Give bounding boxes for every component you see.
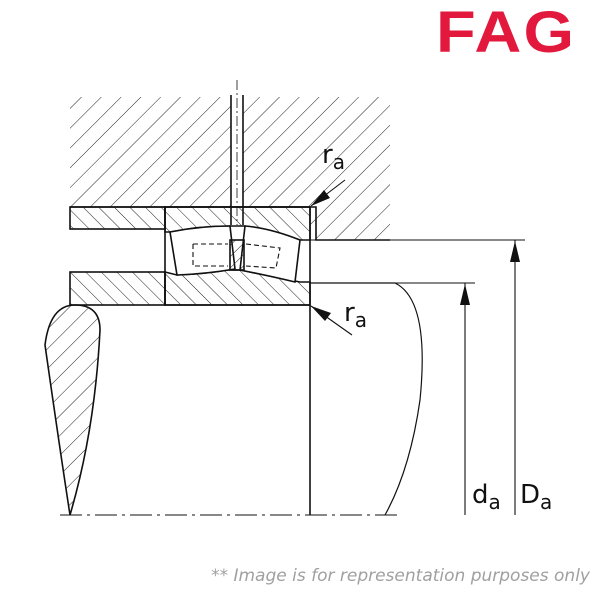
- roller-left: [169, 225, 236, 276]
- Da-label: Da: [520, 480, 553, 514]
- footnote: ** Image is for representation purposes …: [211, 566, 590, 586]
- sleeve-lower: [69, 271, 166, 306]
- guide-ring: [229, 239, 245, 271]
- dimension-arrows: [460, 241, 520, 305]
- housing-left: [70, 97, 231, 207]
- shaft-section: [44, 304, 101, 516]
- ra-bottom-label: ra: [344, 298, 367, 332]
- da-label: da: [472, 480, 501, 514]
- fag-logo: FAG: [436, 0, 577, 65]
- sleeve-upper: [69, 206, 166, 230]
- ra-top-label: ra: [322, 140, 345, 174]
- housing-right: [243, 97, 390, 240]
- roller-right: [239, 225, 301, 283]
